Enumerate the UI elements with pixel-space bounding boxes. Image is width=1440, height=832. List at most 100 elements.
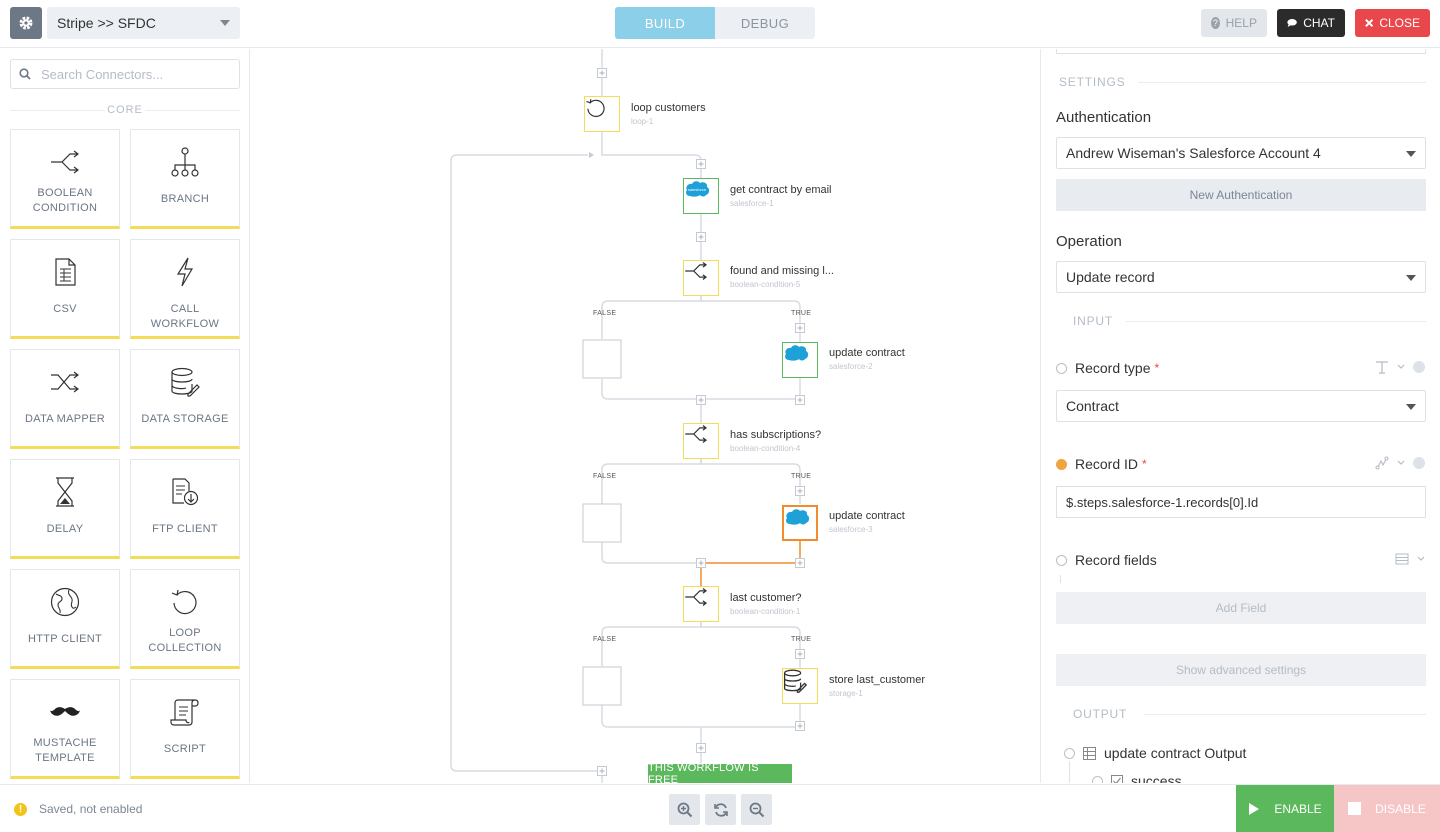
authentication-select[interactable]: Andrew Wiseman's Salesforce Account 4 [1056, 137, 1426, 169]
status-text: Saved, not enabled [39, 802, 143, 816]
step-title: found and missing l... [730, 265, 834, 277]
step-has-subscriptions[interactable] [683, 423, 719, 459]
zoom-controls [669, 794, 772, 825]
record-id-input[interactable]: $.steps.salesforce-1.records[0].Id [1056, 486, 1426, 518]
record-type-toggle[interactable] [1056, 362, 1067, 374]
search-input[interactable] [41, 66, 221, 82]
add-field-button[interactable]: Add Field [1056, 592, 1426, 624]
step-get-contract[interactable]: salesforce [683, 178, 719, 214]
chevron-down-icon[interactable] [1417, 556, 1425, 562]
branch-icon [171, 147, 199, 177]
record-id-toggle[interactable] [1056, 458, 1067, 470]
output-section-header: OUTPUT [1056, 707, 1426, 721]
connector-label: DATA STORAGE [141, 413, 229, 425]
connector-ftp-client[interactable]: FTP CLIENT [130, 459, 240, 559]
checkbox-icon [1111, 775, 1123, 783]
new-authentication-button[interactable]: New Authentication [1056, 179, 1426, 211]
tab-debug[interactable]: DEBUG [715, 7, 815, 39]
step-subtitle: salesforce-2 [829, 362, 873, 371]
output-child-toggle[interactable] [1092, 775, 1103, 783]
record-id-label: Record ID [1075, 456, 1139, 472]
database-icon [171, 367, 200, 397]
output-item-label: update contract Output [1104, 745, 1247, 761]
jsonpath-icon[interactable] [1375, 456, 1389, 470]
close-button[interactable]: CLOSE [1355, 9, 1430, 37]
object-icon [1083, 746, 1096, 760]
close-label: CLOSE [1379, 16, 1420, 30]
required-mark: * [1154, 361, 1160, 375]
connector-script[interactable]: SCRIPT [130, 679, 240, 779]
false-label: FALSE [593, 473, 617, 480]
enable-label: ENABLE [1274, 801, 1322, 816]
chevron-down-icon[interactable] [1397, 364, 1405, 370]
list-type-icon[interactable] [1395, 552, 1409, 566]
output-child-label: success [1131, 773, 1182, 783]
info-icon[interactable] [1413, 457, 1425, 469]
boolean-condition-icon [685, 425, 708, 443]
reset-zoom-button[interactable] [705, 794, 736, 825]
save-status: ! Saved, not enabled [14, 802, 142, 816]
connector-data-storage[interactable]: DATA STORAGE [130, 349, 240, 449]
text-type-icon[interactable] [1375, 360, 1389, 374]
connector-csv[interactable]: CSV [10, 239, 120, 339]
csv-icon [55, 258, 76, 286]
lightning-icon [176, 257, 194, 287]
zoom-out-button[interactable] [741, 794, 772, 825]
output-tree-item[interactable]: update contract Output [1064, 745, 1246, 761]
step-last-customer[interactable] [683, 586, 719, 622]
record-fields-row: Record fields [1056, 552, 1157, 568]
authentication-value: Andrew Wiseman's Salesforce Account 4 [1066, 145, 1321, 161]
globe-icon [50, 587, 80, 617]
settings-button[interactable] [10, 7, 42, 39]
true-label: TRUE [791, 310, 812, 317]
record-fields-toggle[interactable] [1056, 554, 1067, 566]
show-advanced-settings-button[interactable]: Show advanced settings [1056, 654, 1426, 686]
chevron-down-icon[interactable] [1397, 460, 1405, 466]
shuffle-icon [51, 371, 79, 393]
record-type-select[interactable]: Contract [1056, 390, 1426, 422]
connector-loop-collection[interactable]: LOOP COLLECTION [130, 569, 240, 669]
output-tree-child[interactable]: success [1092, 773, 1182, 783]
chevron-down-icon [220, 20, 230, 26]
output-toggle[interactable] [1064, 747, 1075, 759]
chat-button[interactable]: CHAT [1277, 9, 1345, 37]
step-found-and-missing[interactable] [683, 260, 719, 296]
connector-branch[interactable]: BRANCH [130, 129, 240, 229]
workflow-canvas[interactable]: loop customers loop-1 salesforce get con… [251, 49, 1039, 783]
connector-search[interactable] [10, 59, 240, 89]
top-bar: Stripe >> SFDC BUILD DEBUG ? HELP CHAT C… [0, 0, 1440, 48]
connector-call-workflow[interactable]: CALL WORKFLOW [130, 239, 240, 339]
chevron-down-icon [1406, 404, 1416, 410]
step-loop-customers[interactable] [584, 96, 620, 132]
zoom-in-button[interactable] [669, 794, 700, 825]
divider [1138, 82, 1426, 83]
connector-mustache-template[interactable]: MUSTACHE TEMPLATE [10, 679, 120, 779]
help-button[interactable]: ? HELP [1201, 9, 1267, 37]
info-icon[interactable] [1413, 361, 1425, 373]
disable-button[interactable]: DISABLE [1334, 785, 1440, 832]
connector-delay[interactable]: DELAY [10, 459, 120, 559]
connector-label: SCRIPT [163, 743, 207, 755]
step-store-last-customer[interactable] [782, 668, 818, 704]
footer-bar: ! Saved, not enabled ENABLE DISABLE [0, 784, 1440, 832]
chat-label: CHAT [1303, 16, 1335, 30]
close-icon [1365, 18, 1374, 28]
step-subtitle: salesforce-3 [829, 525, 873, 534]
step-title: loop customers [631, 102, 706, 114]
input-header-label: INPUT [1073, 314, 1113, 328]
hourglass-icon [56, 477, 74, 507]
operation-select[interactable]: Update record [1056, 261, 1426, 293]
step-update-contract-3[interactable] [782, 505, 818, 541]
connector-label: BRANCH [160, 193, 210, 205]
search-icon [19, 68, 31, 80]
ftp-icon [172, 478, 199, 506]
workflow-graph [450, 49, 805, 783]
workflow-selector[interactable]: Stripe >> SFDC [47, 7, 240, 39]
connector-http-client[interactable]: HTTP CLIENT [10, 569, 120, 669]
step-update-contract-2[interactable] [782, 342, 818, 378]
tab-build[interactable]: BUILD [615, 7, 715, 39]
enable-button[interactable]: ENABLE [1236, 785, 1334, 832]
connector-boolean-condition[interactable]: BOOLEAN CONDITION [10, 129, 120, 229]
free-workflow-badge: THIS WORKFLOW IS FREE [648, 762, 792, 783]
connector-data-mapper[interactable]: DATA MAPPER [10, 349, 120, 449]
